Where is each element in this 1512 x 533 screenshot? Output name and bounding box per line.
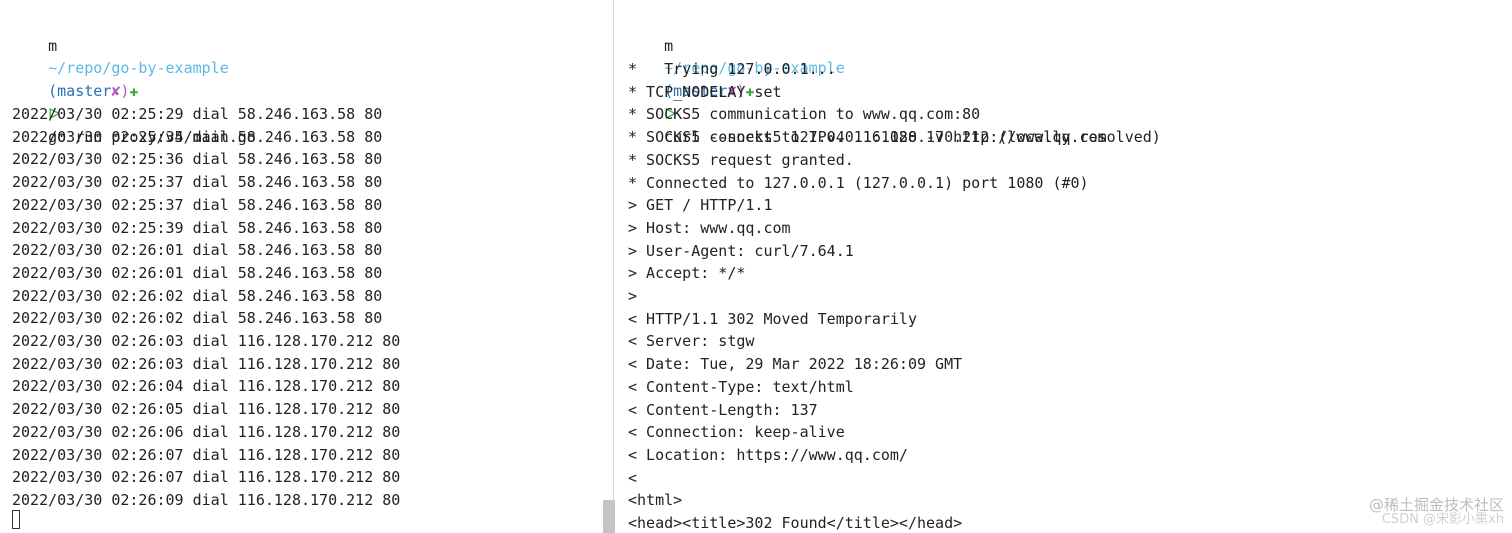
right-output-line: * Connected to 127.0.0.1 (127.0.0.1) por… <box>628 173 1089 192</box>
right-output-line: * SOCKS5 request granted. <box>628 150 854 169</box>
left-output-line: 2022/03/30 02:25:37 dial 58.246.163.58 8… <box>12 173 383 192</box>
left-output-line: 2022/03/30 02:25:39 dial 58.246.163.58 8… <box>12 218 383 237</box>
left-output-line: 2022/03/30 02:26:09 dial 116.128.170.212… <box>12 490 401 509</box>
watermark-juejin: @稀土掘金技术社区 <box>1368 496 1504 514</box>
plus-mark-icon: ✚ <box>745 82 755 101</box>
dirty-mark-icon: ✘) <box>727 82 746 101</box>
left-output-line: 2022/03/30 02:26:01 dial 58.246.163.58 8… <box>12 241 383 260</box>
left-output-line: 2022/03/30 02:26:02 dial 58.246.163.58 8… <box>12 309 383 328</box>
left-output-line: 2022/03/30 02:25:36 dial 58.246.163.58 8… <box>12 150 383 169</box>
right-output-line: > <box>628 287 638 305</box>
right-output-line: * SOCKS5 connect to IPv4 116.128.170.212… <box>628 128 1161 147</box>
prompt-host: m <box>664 36 674 55</box>
right-output-line: < Content-Length: 137 <box>628 400 818 419</box>
right-output-line: * TCP_NODELAY set <box>628 82 782 101</box>
right-output-line: > User-Agent: curl/7.64.1 <box>628 241 854 260</box>
prompt-path: ~/repo/go-by-example <box>664 59 845 78</box>
prompt-command: curl --socks5 127.0.0.1:1080 -v http://w… <box>664 127 1107 146</box>
right-output-line: <html> <box>628 491 683 510</box>
prompt-branch: (master <box>48 82 112 101</box>
terminal-cursor <box>12 510 20 529</box>
right-output-line: > Accept: */* <box>628 264 746 283</box>
prompt-host: m <box>48 36 58 55</box>
pane-divider[interactable] <box>600 0 616 533</box>
left-output-line: 2022/03/30 02:25:35 dial 58.246.163.58 8… <box>12 127 383 146</box>
left-output-line: 2022/03/30 02:26:07 dial 116.128.170.212… <box>12 468 401 487</box>
left-output-line: 2022/03/30 02:26:03 dial 116.128.170.212… <box>12 354 401 373</box>
prompt-arrow-icon: ᐅ <box>664 104 676 123</box>
left-output-line: 2022/03/30 02:26:03 dial 116.128.170.212… <box>12 332 401 350</box>
prompt-path: ~/repo/go-by-example <box>48 59 229 78</box>
prompt-arrow-icon: ᐅ <box>48 104 60 123</box>
right-output-line: * SOCKS5 communication to www.qq.com:80 <box>628 105 981 124</box>
prompt-branch: (master <box>664 82 728 101</box>
right-prompt-line: m ~/repo/go-by-example (master✘)✚ ᐅ curl… <box>628 12 1107 146</box>
left-scrollbar-thumb[interactable] <box>603 500 615 533</box>
right-output-line: < HTTP/1.1 302 Moved Temporarily <box>628 309 917 328</box>
right-terminal-pane[interactable]: m ~/repo/go-by-example (master✘)✚ ᐅ curl… <box>616 0 1512 533</box>
left-output-line: 2022/03/30 02:26:06 dial 116.128.170.212… <box>12 422 401 441</box>
left-terminal-pane[interactable]: m ~/repo/go-by-example (master✘)✚ ᐅ go r… <box>0 0 600 533</box>
left-output-line: 2022/03/30 02:26:04 dial 116.128.170.212… <box>12 377 401 396</box>
left-output-line: 2022/03/30 02:25:29 dial 58.246.163.58 8… <box>12 105 383 123</box>
left-output-line: 2022/03/30 02:26:02 dial 58.246.163.58 8… <box>12 286 383 305</box>
right-output-line: < Server: stgw <box>628 332 755 351</box>
right-output-line: < Date: Tue, 29 Mar 2022 18:26:09 GMT <box>628 355 963 374</box>
right-output-line: < Content-Type: text/html <box>628 377 854 396</box>
right-output-line: < <box>628 468 638 487</box>
right-output-line: * Trying 127.0.0.1... <box>628 60 836 78</box>
prompt-command: go run proxy/v4/main.go <box>48 127 256 146</box>
plus-mark-icon: ✚ <box>129 82 139 101</box>
right-output-line: > Host: www.qq.com <box>628 218 791 237</box>
left-output-line: 2022/03/30 02:26:07 dial 116.128.170.212… <box>12 445 401 464</box>
right-output-line: < Connection: keep-alive <box>628 423 845 442</box>
left-prompt-line: m ~/repo/go-by-example (master✘)✚ ᐅ go r… <box>12 12 256 146</box>
right-output-line: < Location: https://www.qq.com/ <box>628 445 908 464</box>
right-output-line: > GET / HTTP/1.1 <box>628 196 773 215</box>
left-output-line: 2022/03/30 02:26:01 dial 58.246.163.58 8… <box>12 263 383 282</box>
right-output-line: <head><title>302 Found</title></head> <box>628 514 963 532</box>
left-output-line: 2022/03/30 02:26:05 dial 116.128.170.212… <box>12 400 401 419</box>
watermark-csdn: CSDN @宋影小熏xh <box>1381 512 1504 527</box>
dirty-mark-icon: ✘) <box>111 82 130 101</box>
left-output-line: 2022/03/30 02:25:37 dial 58.246.163.58 8… <box>12 195 383 214</box>
pane-divider-line <box>613 0 614 533</box>
